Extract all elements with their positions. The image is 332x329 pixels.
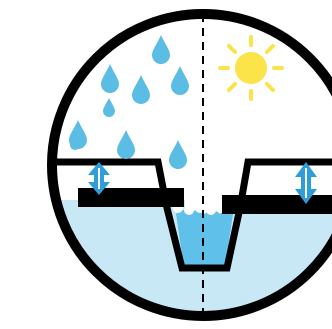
- raindrop-icon: [152, 35, 170, 64]
- raindrops: [69, 35, 189, 169]
- ground-outline: [52, 158, 332, 272]
- sun-icon: [218, 35, 284, 101]
- circle-frame: [47, 9, 332, 321]
- up-down-arrow-icon: [295, 162, 317, 204]
- raindrop-icon: [132, 75, 150, 104]
- raindrop-icon: [103, 98, 115, 117]
- raindrop-icon: [101, 64, 119, 93]
- left-slab: [78, 188, 184, 207]
- up-down-arrow-icon: [88, 162, 110, 195]
- raindrop-icon: [117, 130, 135, 159]
- right-slab: [222, 195, 332, 214]
- raindrop-icon: [70, 134, 80, 150]
- left-level-indicator: [88, 162, 110, 195]
- raindrop-icon: [171, 66, 189, 95]
- raindrop-icon: [169, 140, 187, 169]
- channel-water: [176, 210, 233, 268]
- right-level-indicator: [295, 162, 317, 204]
